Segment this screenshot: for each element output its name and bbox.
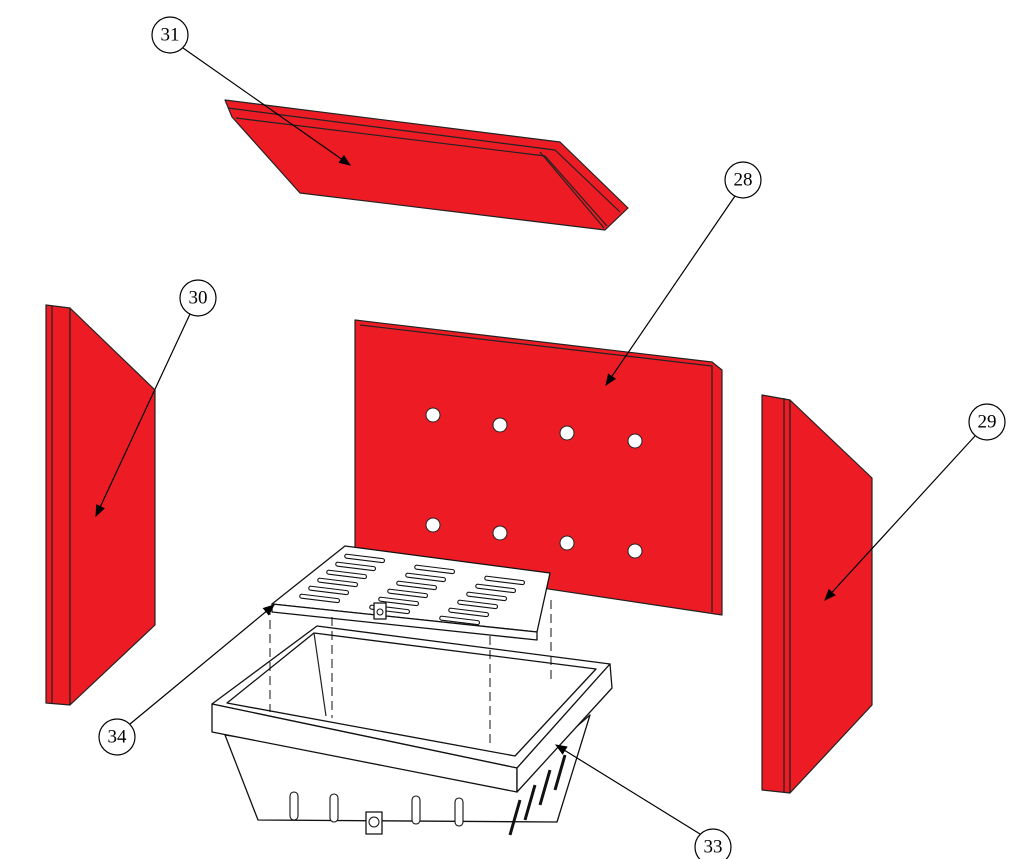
grate-slot [396, 580, 438, 591]
callout-label: 31 [161, 25, 180, 46]
pan-side-slot [553, 754, 567, 791]
callout-label: 28 [734, 170, 753, 191]
part-30-left-panel [45, 304, 156, 706]
grate-slot [439, 615, 481, 626]
callout-28: 28 [605, 161, 762, 386]
grate-slot [466, 591, 508, 602]
grate-slot [387, 588, 429, 599]
callout-30: 30 [95, 279, 217, 518]
pan-side-slot [523, 784, 537, 821]
part-34-grate [271, 545, 551, 641]
grate-slot [457, 599, 499, 610]
pan-slot [329, 793, 339, 823]
grate-slot [405, 572, 447, 583]
callout-34: 34 [98, 604, 275, 756]
pan-slot [454, 797, 464, 827]
pan-slot [411, 795, 421, 825]
callout-label: 33 [704, 837, 723, 858]
grate-slot [335, 561, 377, 572]
grate-slot [326, 569, 368, 580]
part-28-back-panel [354, 319, 723, 616]
grate-slot [414, 564, 456, 575]
callout-33: 33 [554, 744, 732, 859]
grate-slot [317, 577, 359, 588]
callout-29: 29 [824, 403, 1006, 601]
pan-side-slot [508, 799, 522, 836]
pan-side-slot [538, 769, 552, 806]
grate-slot [448, 607, 490, 618]
callout-label: 29 [978, 412, 997, 433]
part-31-top-plate [224, 99, 629, 231]
grate-slot [308, 585, 350, 596]
part-29-right-panel [761, 394, 873, 794]
grate-slot [344, 553, 386, 564]
grate-slot [475, 583, 517, 594]
grate-slot [378, 596, 420, 607]
callout-31: 31 [151, 16, 351, 166]
air-holes [425, 407, 643, 559]
callout-label: 30 [189, 288, 208, 309]
grate-slot [484, 575, 526, 586]
grate-slot [299, 593, 341, 604]
callout-label: 34 [108, 727, 128, 748]
part-33-ash-pan [211, 600, 613, 836]
pan-slot [289, 791, 299, 821]
